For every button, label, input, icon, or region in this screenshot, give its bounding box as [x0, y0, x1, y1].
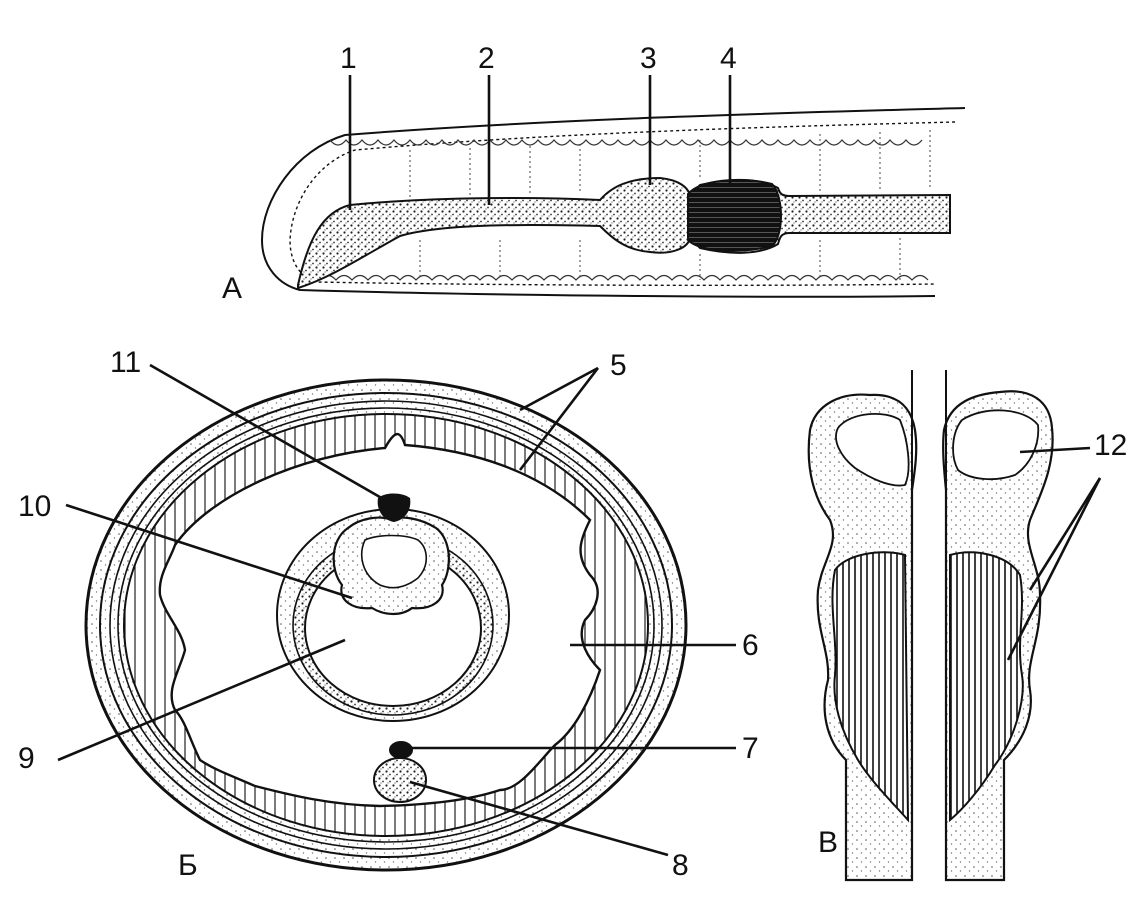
gizzard-dark: [688, 180, 781, 251]
label-10: 10: [18, 490, 51, 523]
panel-b-cross-section: Б: [86, 380, 686, 882]
panel-a-worm-longitudinal: А: [222, 108, 965, 305]
panel-b-letter: Б: [178, 849, 198, 882]
panel-v-letter: В: [818, 826, 838, 859]
nerve-cord: [374, 758, 426, 802]
panel-a-letter: А: [222, 272, 242, 305]
ventral-vessel: [389, 741, 413, 759]
right-muscle-striations: [950, 552, 1023, 820]
label-4: 4: [720, 42, 737, 75]
label-11: 11: [110, 346, 141, 379]
label-8: 8: [672, 849, 689, 882]
label-6: 6: [742, 629, 759, 662]
label-7: 7: [742, 732, 759, 765]
gut-tube: [298, 178, 950, 288]
label-3: 3: [640, 42, 657, 75]
label-12: 12: [1094, 429, 1127, 462]
panel-v-section: В: [809, 370, 1053, 880]
label-2: 2: [478, 42, 495, 75]
label-9: 9: [18, 742, 35, 775]
label-5: 5: [610, 349, 627, 382]
label-1: 1: [340, 42, 357, 75]
